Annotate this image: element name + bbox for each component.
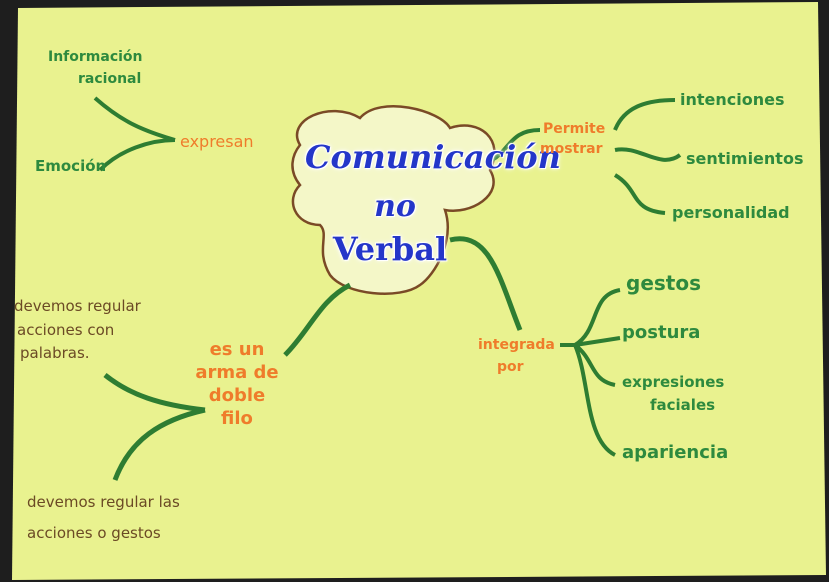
branch-intenciones — [613, 98, 676, 131]
label-faciales: faciales — [650, 396, 716, 414]
doble-filo-line1: es un — [209, 339, 265, 360]
label-apariencia: apariencia — [622, 442, 729, 463]
doble-filo-line4: filo — [221, 408, 253, 429]
label-sentimientos: sentimientos — [686, 149, 804, 168]
label-informacion: Información — [48, 49, 143, 65]
arrow-note1 — [103, 373, 206, 413]
note2-line1: devemos regular las — [27, 493, 180, 511]
link-integrada — [449, 236, 523, 331]
label-personalidad: personalidad — [672, 203, 790, 222]
arrow-info — [93, 96, 176, 142]
title-line3: Verbal — [332, 230, 448, 268]
doble-filo-line2: arma de — [195, 362, 279, 383]
title-line2: no — [374, 189, 416, 224]
label-expresan: expresan — [180, 132, 254, 151]
label-intenciones: intenciones — [680, 90, 785, 109]
arrow-emocion — [98, 138, 176, 172]
label-integrada: integrada — [478, 337, 555, 353]
label-por: por — [497, 359, 524, 375]
branch-personalidad — [613, 173, 666, 215]
arrow-note2 — [112, 407, 206, 481]
label-expresiones: expresiones — [622, 373, 725, 391]
title-cloud — [291, 105, 496, 295]
bracket-integrada — [573, 288, 621, 457]
note2-line2: acciones o gestos — [27, 524, 161, 542]
title-line1: Comunicación — [305, 138, 561, 176]
link-permite — [490, 128, 541, 162]
doble-filo-line3: doble — [208, 385, 266, 406]
branch-sentimientos — [614, 147, 682, 162]
label-gestos: gestos — [626, 271, 701, 295]
label-mostrar: mostrar — [540, 141, 603, 157]
label-emocion: Emoción — [35, 157, 107, 175]
label-postura: postura — [622, 322, 701, 343]
note1-line2: acciones con — [17, 321, 115, 339]
note1-line1: devemos regular — [14, 297, 141, 315]
link-doble-filo — [283, 282, 352, 357]
note1-line3: palabras. — [20, 344, 90, 362]
label-racional: racional — [78, 71, 142, 87]
label-permite: Permite — [543, 121, 606, 137]
